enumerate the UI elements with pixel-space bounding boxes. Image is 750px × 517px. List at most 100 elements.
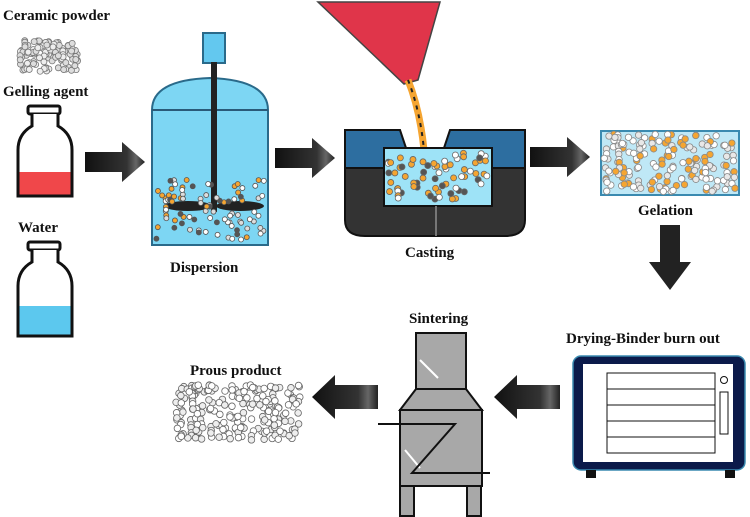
particle	[189, 183, 196, 190]
particle	[226, 435, 234, 443]
particle	[172, 217, 178, 224]
particle	[231, 196, 238, 203]
particle	[483, 172, 491, 180]
particle	[249, 383, 257, 392]
particle	[424, 162, 432, 169]
particle	[686, 143, 694, 151]
particle	[650, 145, 658, 153]
particle	[228, 386, 236, 394]
particle	[466, 167, 474, 175]
particle	[624, 133, 633, 141]
particle	[185, 388, 194, 396]
particle	[239, 399, 247, 408]
particle	[441, 157, 449, 165]
particle	[238, 219, 245, 226]
particle	[419, 158, 427, 166]
particle	[663, 177, 671, 186]
particle	[24, 48, 32, 56]
particle	[651, 130, 659, 139]
particle	[186, 214, 193, 220]
particle	[221, 216, 228, 223]
particle	[208, 382, 216, 390]
particle	[721, 141, 729, 149]
particle	[702, 175, 710, 183]
particle	[171, 224, 178, 231]
particle	[611, 133, 619, 142]
particle	[256, 401, 264, 409]
particle	[54, 52, 62, 60]
particle	[391, 169, 399, 177]
particle	[703, 142, 711, 150]
particle	[179, 187, 186, 193]
particle	[603, 187, 611, 195]
particle	[472, 170, 480, 177]
particle	[168, 185, 175, 192]
particle	[264, 407, 273, 415]
particle	[679, 159, 687, 167]
particle	[634, 131, 643, 139]
particle	[198, 402, 207, 410]
particle	[228, 402, 236, 410]
particle	[199, 423, 207, 432]
particle	[239, 185, 246, 191]
particle	[387, 159, 395, 167]
particle	[271, 397, 279, 405]
particle	[294, 420, 303, 428]
particle	[410, 183, 418, 190]
particle	[712, 132, 720, 140]
particle	[291, 429, 299, 437]
particle	[409, 156, 417, 163]
particle	[271, 384, 280, 392]
particle	[212, 420, 220, 428]
particle	[163, 206, 169, 213]
particle	[665, 152, 673, 161]
particle	[647, 185, 656, 194]
particle	[228, 223, 235, 229]
particle	[187, 226, 193, 233]
particle	[451, 151, 459, 159]
particle	[244, 225, 251, 232]
label-porous-product: Prous product	[190, 363, 282, 379]
particle	[177, 399, 185, 407]
label-ceramic-powder: Ceramic powder	[3, 8, 110, 24]
sintering-furnace-icon	[378, 332, 490, 517]
particle	[234, 412, 242, 421]
particle	[205, 181, 212, 187]
particle	[723, 152, 731, 160]
particle	[446, 161, 454, 169]
arrow-right-icon	[85, 142, 145, 182]
particle	[692, 131, 700, 140]
particle	[629, 137, 637, 145]
particle	[43, 41, 51, 49]
particle	[722, 161, 730, 170]
particle	[450, 174, 458, 182]
particle	[177, 432, 185, 441]
particle	[177, 391, 185, 400]
particle	[260, 177, 267, 184]
particle	[235, 189, 242, 196]
particle	[730, 173, 738, 181]
particle	[21, 43, 29, 51]
label-drying-binder-burn-out: Drying-Binder burn out	[566, 331, 720, 347]
particle	[612, 167, 620, 175]
particle	[274, 435, 282, 443]
particle	[193, 410, 202, 418]
particle	[216, 410, 224, 419]
label-casting: Casting	[405, 245, 455, 261]
particle	[225, 198, 232, 205]
particle	[194, 381, 202, 389]
particle	[276, 427, 284, 435]
arrow-right-icon	[530, 137, 590, 177]
particle	[620, 180, 628, 188]
particle	[630, 149, 638, 157]
particle	[636, 145, 644, 153]
ceramic-powder-icon	[16, 37, 81, 75]
particle	[259, 192, 266, 199]
particle	[637, 139, 645, 147]
particle	[702, 183, 711, 191]
particle	[257, 225, 264, 231]
particle	[221, 401, 229, 409]
particle	[287, 384, 295, 392]
particle	[154, 224, 161, 231]
particle	[240, 387, 248, 396]
